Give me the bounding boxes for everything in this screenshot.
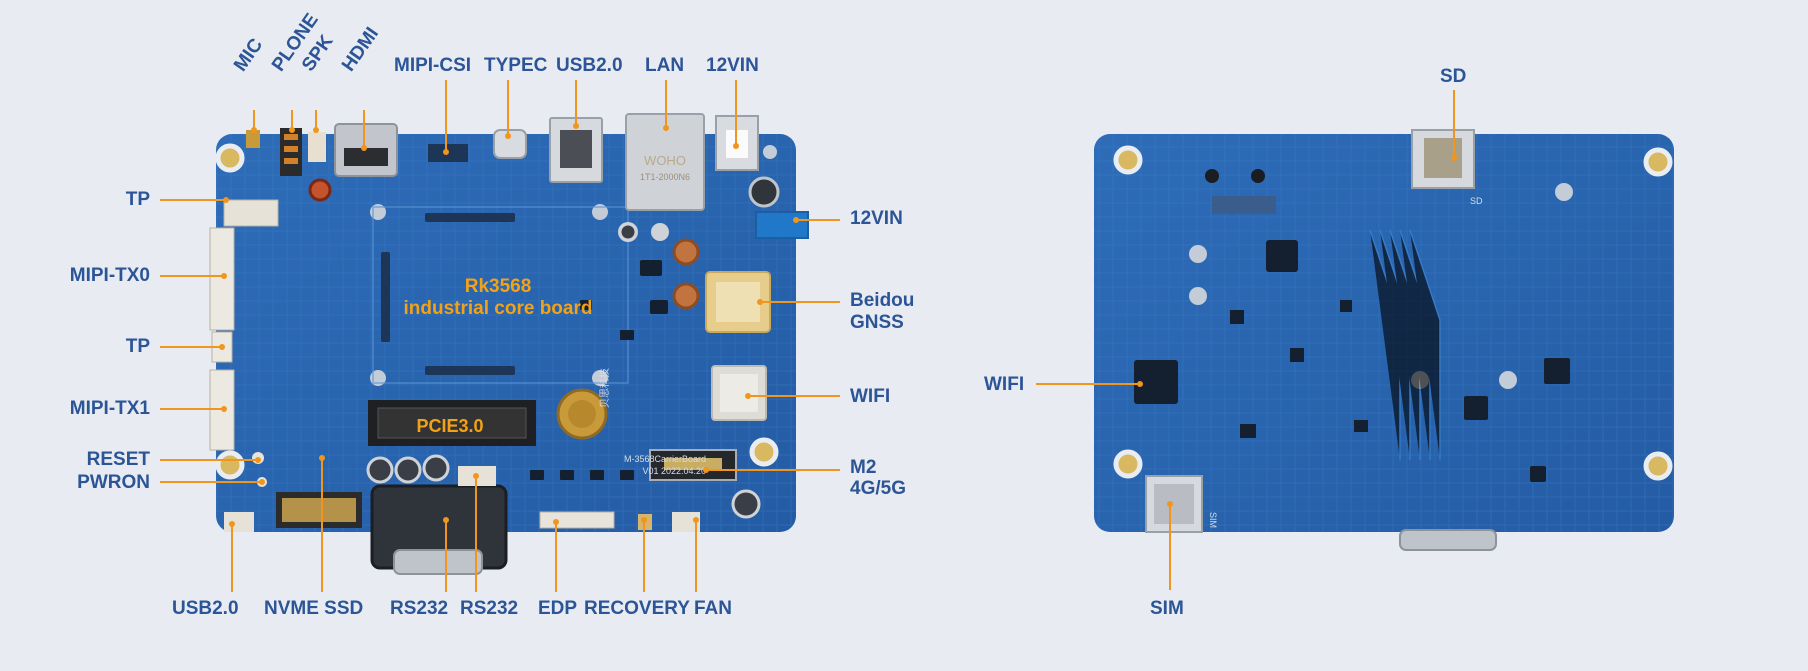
typec-port xyxy=(493,129,527,159)
back-mounting-holes xyxy=(1113,145,1673,481)
label-rs232-b: RS232 xyxy=(460,598,519,619)
label-recovery: RECOVERY xyxy=(584,598,690,619)
label-nvme: NVME SSD xyxy=(264,598,364,619)
carrier-silk: M-3568CarrierBoard xyxy=(624,454,706,464)
usb-header-bottom xyxy=(224,512,254,532)
version-silk: V01 2022.04.20 xyxy=(642,466,706,476)
edp-connector xyxy=(539,511,615,529)
pcie-silk: PCIE3.0 xyxy=(416,416,483,436)
back-wifi-chip xyxy=(1134,360,1178,404)
label-beidou: Beidou xyxy=(850,290,915,311)
label-edp: EDP xyxy=(538,598,578,619)
label-reset: RESET xyxy=(86,449,150,470)
cn-silk: 贝思科技 xyxy=(598,368,611,408)
mipi-tx0-connector xyxy=(209,227,235,331)
label-sim: SIM xyxy=(1150,598,1184,619)
lan-silk: WOHO xyxy=(644,153,686,168)
core-board-label-line1: Rk3568 xyxy=(464,276,532,297)
label-sd: SD xyxy=(1440,66,1467,87)
label-typec: TYPEC xyxy=(484,55,548,76)
label-rs232-a: RS232 xyxy=(390,598,449,619)
label-lan: LAN xyxy=(645,55,685,76)
back-board: SD SIM xyxy=(1094,129,1674,551)
label-wifi-back: WIFI xyxy=(984,374,1025,395)
core-board-outline xyxy=(372,206,629,384)
label-wifi-front: WIFI xyxy=(850,386,891,407)
label-tp-1: TP xyxy=(125,189,150,210)
label-usb20-bottom: USB2.0 xyxy=(172,598,239,619)
label-fan: FAN xyxy=(694,598,732,619)
label-12vin-right: 12VIN xyxy=(850,208,903,229)
leader-lines xyxy=(160,80,1455,592)
label-m2-sub: 4G/5G xyxy=(850,478,906,499)
sim-silk: SIM xyxy=(1208,512,1218,528)
back-db9 xyxy=(1399,529,1497,551)
front-mounting-holes xyxy=(215,143,779,480)
label-pwron: PWRON xyxy=(77,472,150,493)
vin-connector-right xyxy=(755,211,809,239)
capacitors xyxy=(366,222,761,519)
front-board: WOHO 1T1-2000N6 PCIE3.0 xyxy=(209,113,809,575)
label-usb20-top: USB2.0 xyxy=(556,55,623,76)
label-mipi-tx1: MIPI-TX1 xyxy=(69,398,150,419)
core-board-label-line2: industrial core board xyxy=(403,298,593,319)
tp-connector-1 xyxy=(223,199,279,227)
label-tp-2: TP xyxy=(125,336,150,357)
power-led xyxy=(308,178,332,202)
label-12vin-top: 12VIN xyxy=(706,55,759,76)
audio-headers xyxy=(280,128,326,176)
lan-silk-2: 1T1-2000N6 xyxy=(640,172,690,182)
sd-silk: SD xyxy=(1470,196,1483,206)
label-gnss: GNSS xyxy=(850,312,904,333)
fan-header xyxy=(672,512,700,532)
label-mipi-csi: MIPI-CSI xyxy=(394,55,472,76)
core-board-label: Rk3568 industrial core board xyxy=(398,276,598,320)
mic-jack xyxy=(246,130,260,148)
label-m2: M2 xyxy=(850,457,877,478)
label-mipi-tx0: MIPI-TX0 xyxy=(69,265,150,286)
